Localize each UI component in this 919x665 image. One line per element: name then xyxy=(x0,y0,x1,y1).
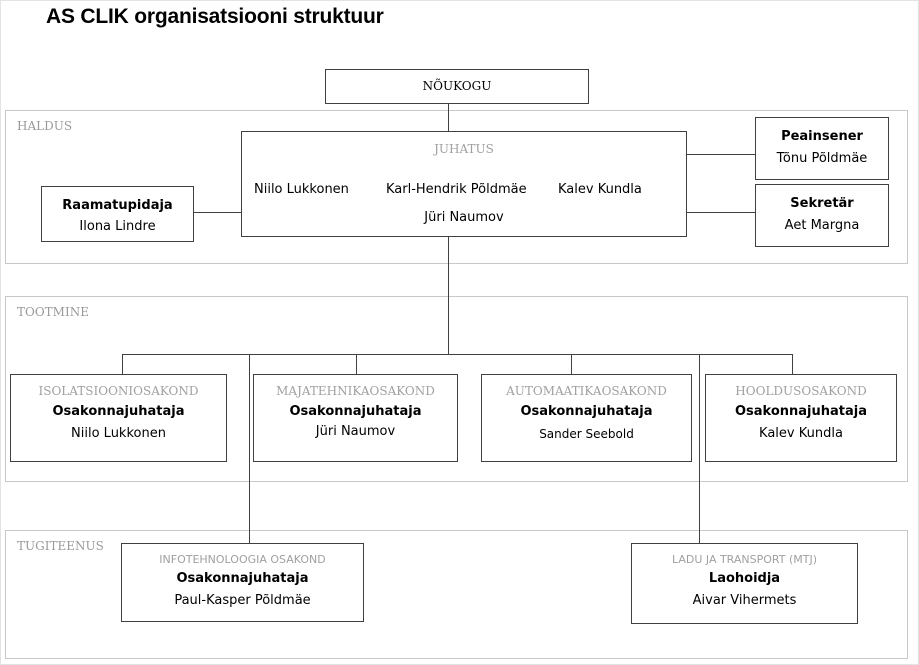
connector-board-production xyxy=(448,236,449,296)
connector-dept-3 xyxy=(571,354,572,374)
connector-it-dept xyxy=(249,354,250,544)
connector-board-secretary xyxy=(686,212,756,213)
department-name: ISOLATSIOONIOSAKOND xyxy=(38,384,199,398)
support-role: Osakonnajuhataja xyxy=(176,571,309,586)
support-department-name: LADU JA TRANSPORT (MTJ) xyxy=(671,553,818,566)
department-role: Osakonnajuhataja xyxy=(289,404,422,419)
connector-board-chief-engineer xyxy=(686,154,756,155)
section-label-haldus: HALDUS xyxy=(17,119,73,133)
support-person: Paul-Kasper Põldmäe xyxy=(174,593,311,608)
department-name: MAJATEHNIKAOSAKOND xyxy=(276,384,435,398)
department-role: Osakonnajuhataja xyxy=(52,404,185,419)
board-member-1: Niilo Lukkonen xyxy=(254,182,349,197)
connector-dept-2 xyxy=(356,354,357,374)
support-role: Laohoidja xyxy=(708,571,781,586)
connector-warehouse xyxy=(699,354,700,544)
chief-engineer-role: Peainsener xyxy=(781,129,863,144)
department-box-1: ISOLATSIOONIOSAKOND Osakonnajuhataja Nii… xyxy=(10,374,227,462)
support-box-warehouse: LADU JA TRANSPORT (MTJ) Laohoidja Aivar … xyxy=(631,543,858,624)
department-box-2: MAJATEHNIKAOSAKOND Osakonnajuhataja Jüri… xyxy=(253,374,458,462)
department-name: AUTOMAATIKAOSAKOND xyxy=(506,384,667,398)
department-role: Osakonnajuhataja xyxy=(734,404,868,419)
department-box-3: AUTOMAATIKAOSAKOND Osakonnajuhataja Sand… xyxy=(481,374,692,462)
board-box: JUHATUS Niilo Lukkonen Karl-Hendrik Põld… xyxy=(241,131,687,237)
connector-production-spine xyxy=(448,296,449,354)
department-box-4: HOOLDUSOSAKOND Osakonnajuhataja Kalev Ku… xyxy=(705,374,897,462)
department-role: Osakonnajuhataja xyxy=(520,404,653,419)
support-box-it: INFOTEHNOLOOGIA OSAKOND Osakonnajuhataja… xyxy=(121,543,364,622)
connector-dept-4 xyxy=(792,354,793,374)
accountant-box: Raamatupidaja Ilona Lindre xyxy=(41,186,194,242)
department-person: Niilo Lukkonen xyxy=(71,426,166,441)
accountant-role: Raamatupidaja xyxy=(62,198,173,213)
board-member-3: Kalev Kundla xyxy=(558,182,642,197)
department-name: HOOLDUSOSAKOND xyxy=(735,384,867,398)
board-member-2: Karl-Hendrik Põldmäe xyxy=(386,182,527,197)
connector-dept-1 xyxy=(122,354,123,374)
council-label: NÕUKOGU xyxy=(422,79,492,93)
chief-engineer-box: Peainsener Tõnu Põldmäe xyxy=(755,117,889,180)
board-member-4: Jüri Naumov xyxy=(424,210,504,225)
council-box: NÕUKOGU xyxy=(325,69,589,104)
department-person: Sander Seebold xyxy=(539,427,634,441)
connector-council-board xyxy=(448,104,449,132)
board-label: JUHATUS xyxy=(434,142,494,156)
department-person: Jüri Naumov xyxy=(315,424,396,439)
connector-department-bus xyxy=(122,354,792,355)
page-title: AS CLIK organisatsiooni struktuur xyxy=(46,5,384,28)
accountant-name: Ilona Lindre xyxy=(79,219,156,234)
support-department-name: INFOTEHNOLOOGIA OSAKOND xyxy=(159,553,326,566)
section-label-tootmine: TOOTMINE xyxy=(17,305,89,319)
connector-board-accountant xyxy=(194,212,242,213)
secretary-role: Sekretär xyxy=(790,196,854,211)
secretary-name: Aet Margna xyxy=(784,218,860,233)
support-person: Aivar Vihermets xyxy=(692,593,797,608)
section-label-tugiteenus: TUGITEENUS xyxy=(17,539,104,553)
secretary-box: Sekretär Aet Margna xyxy=(755,184,889,247)
department-person: Kalev Kundla xyxy=(759,426,843,441)
chief-engineer-name: Tõnu Põldmäe xyxy=(776,151,868,166)
